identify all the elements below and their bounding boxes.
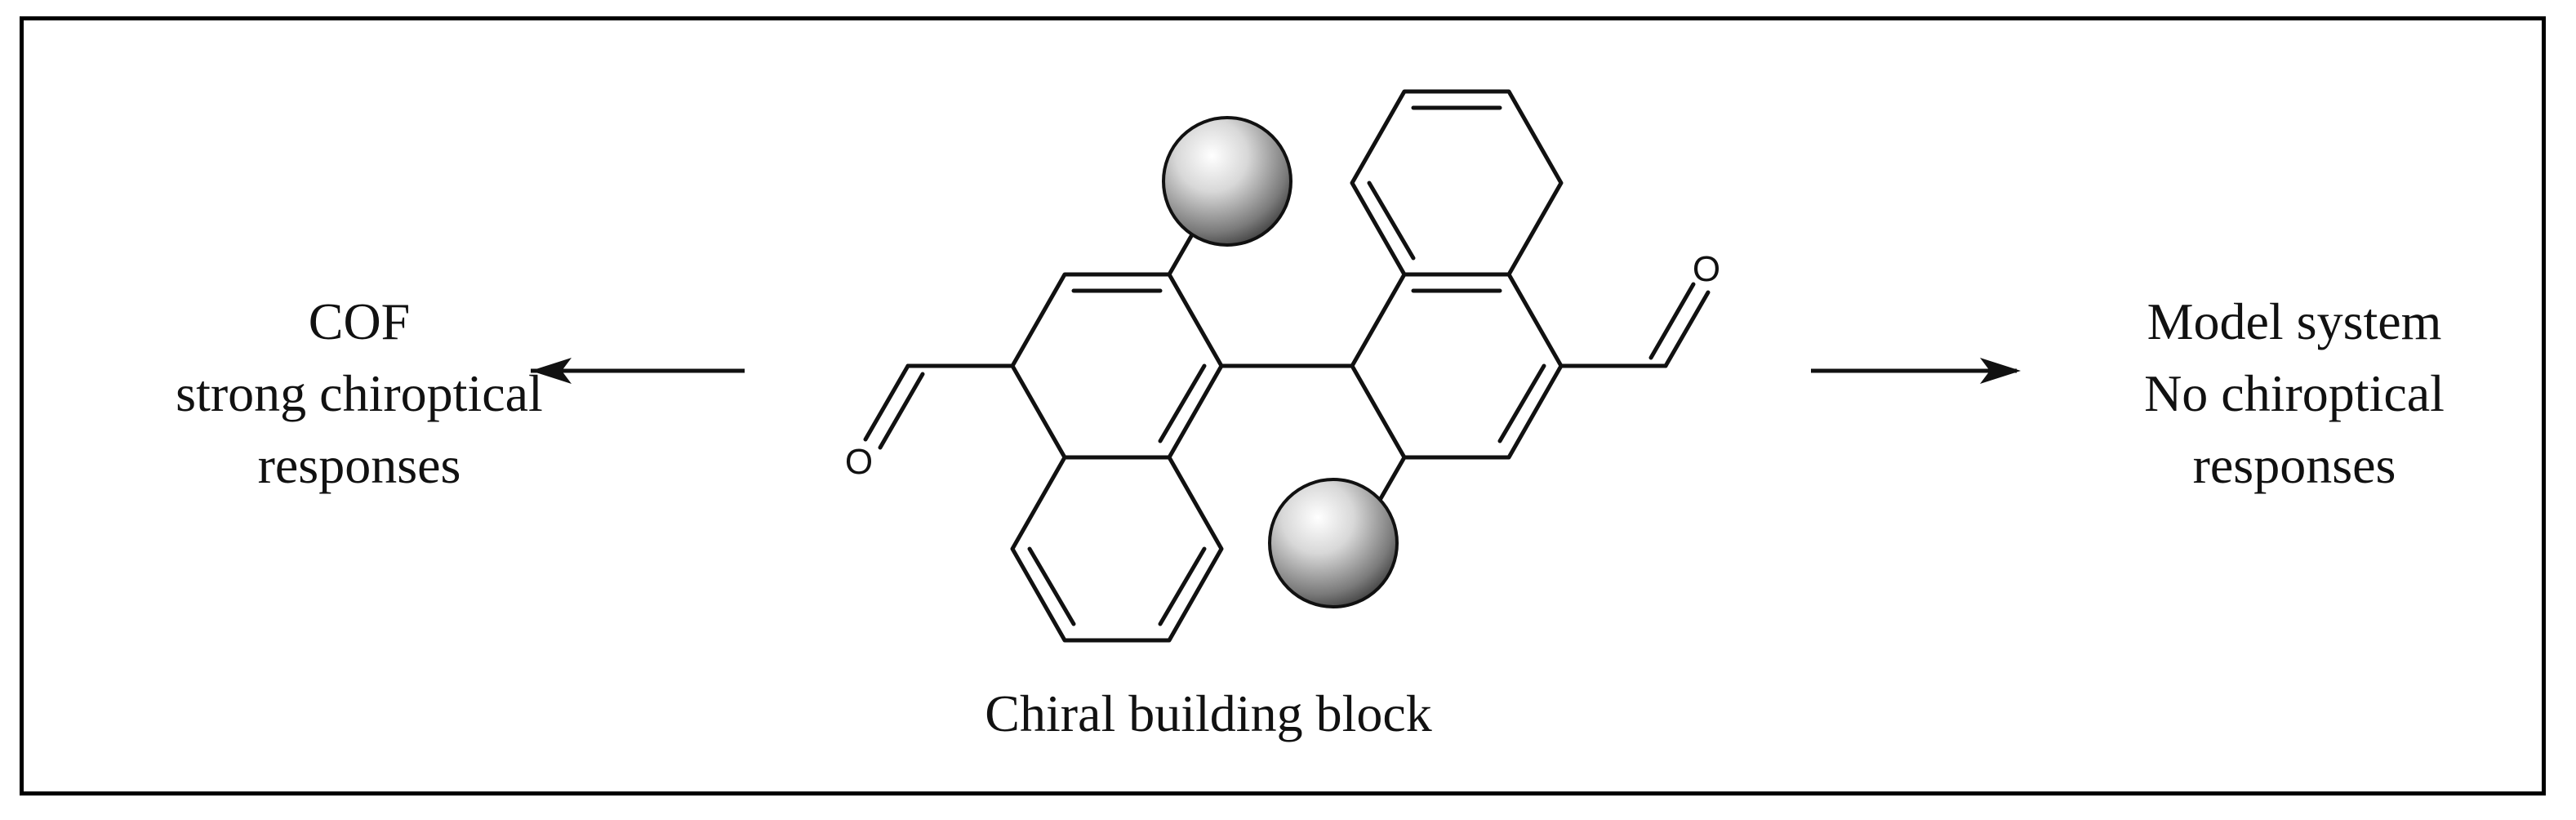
left-lower-double-bond-2 [1027,546,1076,626]
right-upper-double-bond-2 [1367,180,1416,261]
model-label-line-3: responses [2192,436,2396,494]
left-arrow-head [531,358,572,384]
left-carbonyl-bond-2 [878,372,925,450]
cof-label-line-2: strong chiroptical [176,364,543,422]
building-block-caption: Chiral building block [985,684,1432,742]
left-oxygen-label: O [845,442,873,482]
cof-label: COF strong chiroptical responses [131,286,588,501]
right-arrow-head [1980,358,2021,384]
right-carbonyl-bond-2 [1648,282,1696,360]
left-lower-double-bond-1 [1158,546,1207,626]
left-naphthalene-lower-ring [1010,455,1224,643]
left-carbonyl-bond-1 [863,363,910,442]
left-naphthalene-upper-ring [1010,272,1224,460]
left-upper-double-bond-2 [1158,363,1207,443]
cof-label-line-1: COF [308,292,411,350]
right-naphthalene-upper-ring [1350,89,1564,277]
upper-sphere-substituent [1162,116,1292,247]
model-system-label: Model system No chiroptical responses [2058,286,2531,501]
right-lower-double-bond-2 [1497,363,1546,443]
right-oxygen-label: O [1693,249,1720,289]
cof-label-line-3: responses [257,436,461,494]
model-label-line-2: No chiroptical [2144,364,2445,422]
figure-frame [20,16,2546,795]
right-carbonyl-bond-1 [1663,290,1711,368]
model-label-line-1: Model system [2147,292,2442,350]
right-naphthalene-lower-ring [1350,272,1564,460]
lower-sphere-substituent [1268,478,1399,608]
